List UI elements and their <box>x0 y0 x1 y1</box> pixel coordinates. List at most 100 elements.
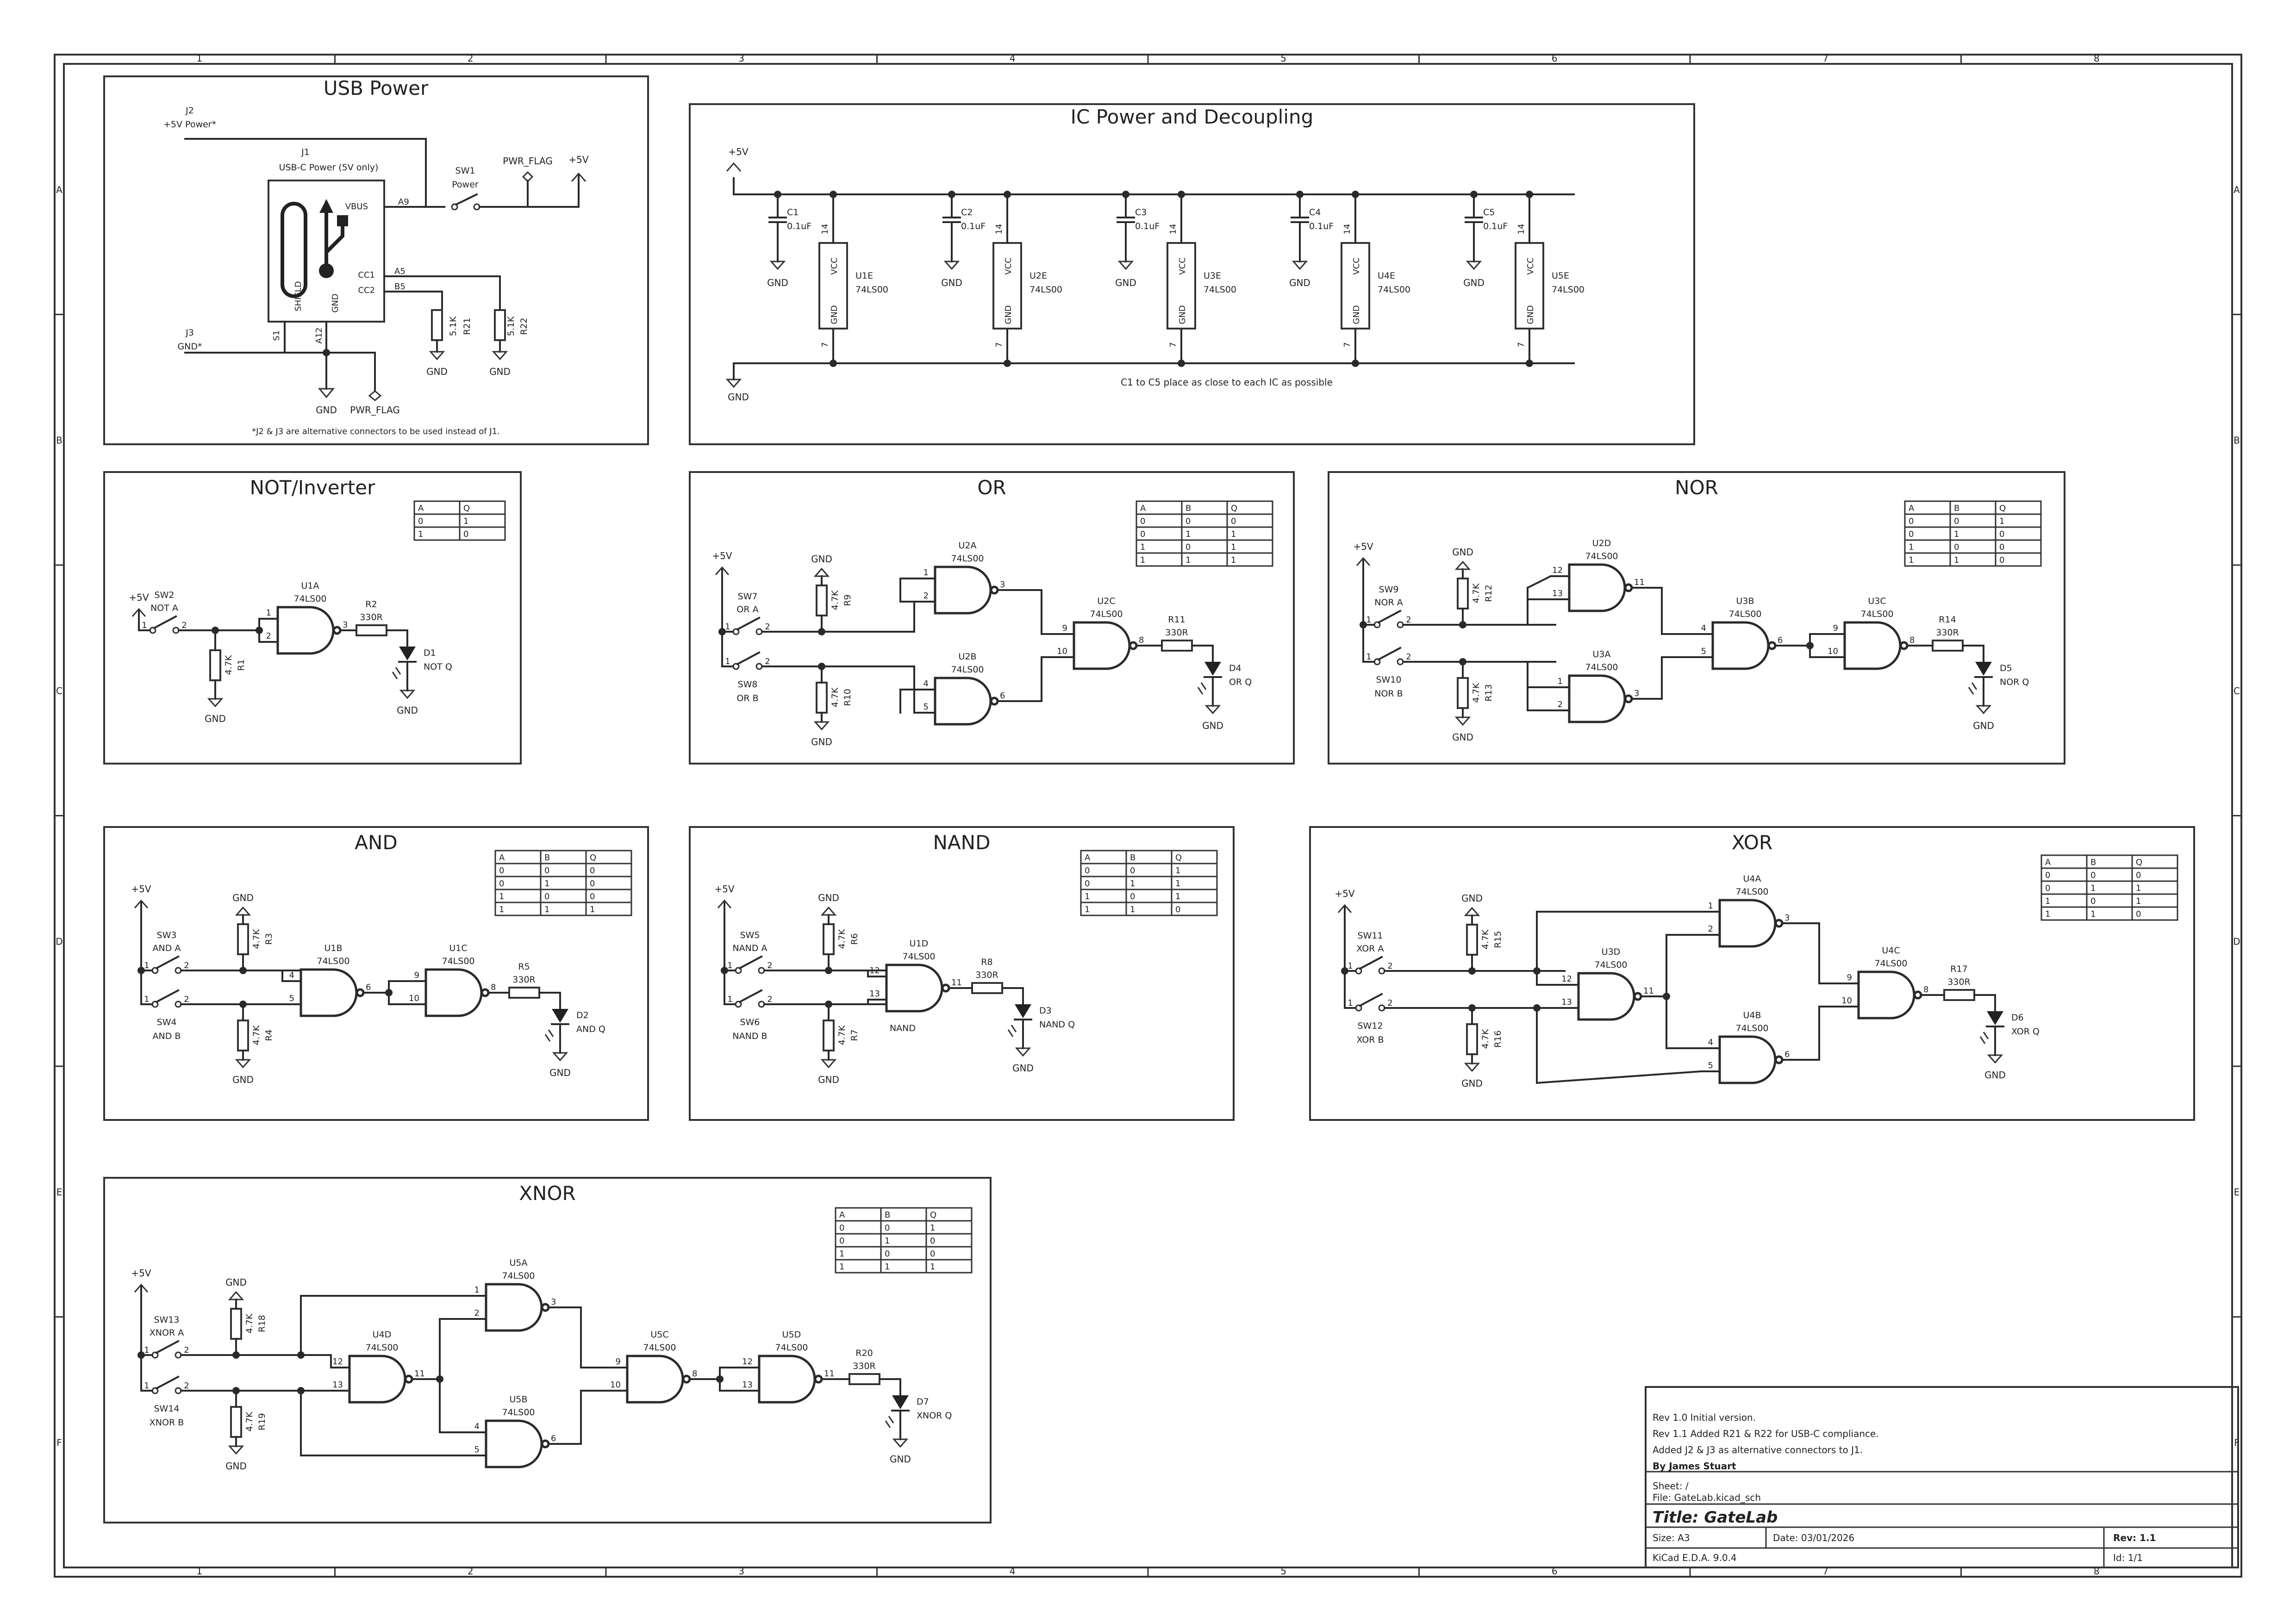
ic-plus5v-label: +5V <box>728 146 748 157</box>
gate-ref: U3C <box>1868 596 1886 606</box>
pin-num: 8 <box>1909 635 1915 645</box>
pin-num: 10 <box>409 994 419 1003</box>
truth-cell: 0 <box>1999 555 2004 565</box>
gnd-label: GND <box>1984 1070 2006 1081</box>
truth-cell: 1 <box>1175 892 1180 902</box>
col-marker-1: 1 <box>196 53 202 64</box>
j1-ref: J1 <box>301 147 310 157</box>
truth-cell: 0 <box>544 866 549 876</box>
pin-num: 3 <box>1784 913 1790 923</box>
gate-ref: U5B <box>509 1394 527 1405</box>
gnd-label: GND <box>1452 547 1473 558</box>
j1-value: USB-C Power (5V only) <box>279 162 379 173</box>
pin-num: 1 <box>1366 652 1371 662</box>
tool-label: KiCad E.D.A. 9.0.4 <box>1653 1552 1737 1563</box>
s1-pin: S1 <box>272 330 281 341</box>
switch-value: XOR A <box>1357 944 1384 954</box>
pin-num: 12 <box>332 1357 343 1367</box>
truth-cell: Q <box>590 853 596 863</box>
ic-value: 74LS00 <box>1029 285 1062 295</box>
pin-num: 5 <box>289 994 294 1003</box>
truth-cell: 1 <box>499 892 504 902</box>
switch-value: NAND A <box>732 943 767 953</box>
cap-value: 0.1uF <box>961 221 986 231</box>
truth-cell: 0 <box>885 1223 890 1233</box>
pin-num: 9 <box>414 970 419 980</box>
rev-label: Rev: 1.1 <box>2113 1532 2156 1543</box>
plus5v-label: +5V <box>714 883 734 895</box>
xnor-section-title: XNOR <box>519 1182 575 1205</box>
res-value: 4.7K <box>830 590 840 610</box>
pin-num: 13 <box>1552 589 1563 598</box>
switch-ref: SW4 <box>157 1017 177 1027</box>
author: By James Stuart <box>1653 1461 1736 1472</box>
truth-cell: 1 <box>1185 555 1191 565</box>
j2-ref: J2 <box>185 106 194 116</box>
gnd-label: GND <box>205 713 226 724</box>
pin14: 14 <box>820 224 830 235</box>
truth-cell: 0 <box>1909 529 1914 539</box>
pin-num: 1 <box>144 1381 149 1391</box>
res-value: 330R <box>512 975 535 985</box>
usb-power-title: USB Power <box>324 77 429 99</box>
res-ref: R1 <box>236 659 246 671</box>
switch-value: NOR B <box>1374 689 1403 699</box>
truth-cell: 1 <box>499 905 504 914</box>
usb-icon <box>319 199 348 278</box>
cap-value: 0.1uF <box>787 221 811 231</box>
truth-cell: 0 <box>590 892 595 902</box>
led-value: XNOR Q <box>917 1411 952 1421</box>
pin-num: 13 <box>869 989 880 999</box>
truth-cell: 1 <box>2090 883 2096 893</box>
pin-num: 2 <box>923 591 929 601</box>
pin-num: 1 <box>142 621 147 630</box>
truth-cell: 0 <box>1175 905 1180 914</box>
plus5v-label: +5V <box>712 550 732 561</box>
row-marker-D: D <box>56 936 62 947</box>
gate-value: 74LS00 <box>1736 887 1769 897</box>
cap-ref: C4 <box>1309 207 1321 218</box>
pin-num: 2 <box>767 961 772 970</box>
plus5v-label: +5V <box>1353 541 1373 552</box>
pin-num: 12 <box>869 966 880 976</box>
truth-cell: B <box>1185 504 1191 513</box>
pin-num: 1 <box>1348 998 1353 1008</box>
pin-num: 10 <box>1828 647 1838 656</box>
gate-ref: U4A <box>1743 874 1761 884</box>
switch-value: XNOR B <box>150 1418 184 1428</box>
j3-value: GND* <box>177 342 202 352</box>
truth-cell: 1 <box>590 905 595 914</box>
gate-ref: U3A <box>1593 649 1611 659</box>
res-ref: R16 <box>1493 1030 1503 1047</box>
gnd-label: GND <box>818 892 839 903</box>
pin-num: 4 <box>1708 1038 1713 1047</box>
switch-value: AND A <box>153 943 181 953</box>
switch-value: XOR B <box>1356 1035 1384 1045</box>
gate-value: 74LS00 <box>775 1343 808 1353</box>
pin-num: 2 <box>1387 961 1392 971</box>
pin-num: 9 <box>1847 973 1852 983</box>
truth-cell: 0 <box>590 866 595 876</box>
vcc-label: VCC <box>1352 257 1361 274</box>
truth-cell: 0 <box>1954 516 1959 526</box>
truth-cell: 1 <box>1231 542 1236 552</box>
res-value: 4.7K <box>244 1412 255 1431</box>
vbus-pin: VBUS <box>345 202 368 211</box>
title-block: Rev 1.0 Initial version. Rev 1.1 Added R… <box>1645 1386 2239 1568</box>
switch-ref: SW12 <box>1357 1021 1383 1031</box>
pin-num: 1 <box>727 995 732 1004</box>
plus5v-label: +5V <box>568 154 588 165</box>
truth-cell: 1 <box>1909 555 1914 565</box>
pin-num: 12 <box>1561 974 1572 984</box>
